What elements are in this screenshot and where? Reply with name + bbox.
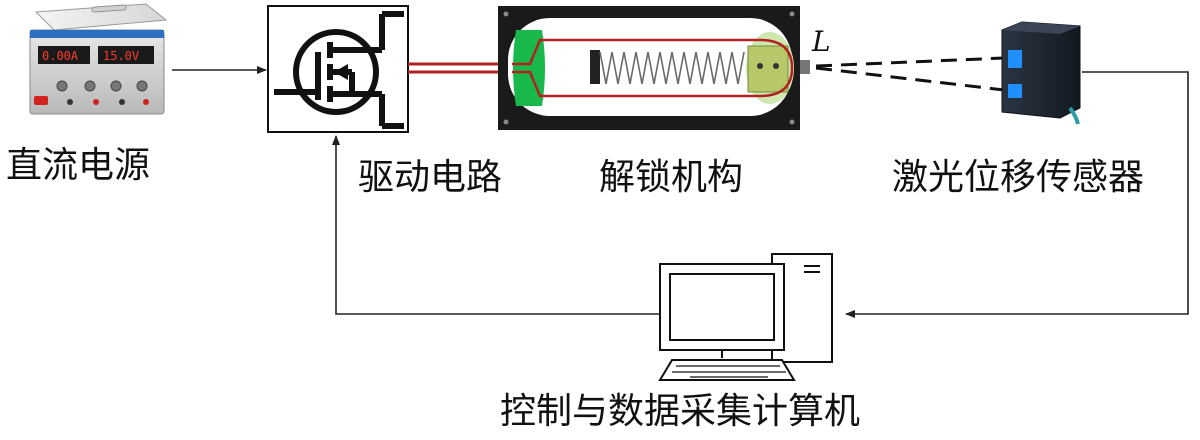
mechanism-connector <box>800 60 810 74</box>
computer <box>658 253 833 381</box>
mechanism-red-loop <box>512 38 794 98</box>
laser-sensor <box>1001 21 1081 125</box>
unlock-mechanism <box>498 6 810 130</box>
sensor-to-computer-line <box>845 71 1189 318</box>
psu-power-button <box>34 96 48 105</box>
connection-lines <box>172 66 1189 318</box>
computer-label: 控制与数据采集计算机 <box>500 391 861 432</box>
sensor-window-bottom <box>1008 84 1022 98</box>
mosfet-arrow-icon <box>334 64 348 80</box>
psu-handle <box>91 4 127 13</box>
psu-knob-1 <box>56 80 68 92</box>
laser-sensor-label: 激光位移传感器 <box>892 157 1145 198</box>
dc-power-supply: 0.00A 15.0V <box>29 3 168 115</box>
distance-symbol-label: L <box>812 25 831 58</box>
laser-beam-dashes <box>815 56 1005 92</box>
psu-display-left-value: 0.00A <box>42 49 79 63</box>
sensor-window-top <box>1008 50 1022 68</box>
psu-knob-2 <box>84 80 96 92</box>
power-supply-label: 直流电源 <box>6 145 151 186</box>
computer-keyboard <box>658 359 796 381</box>
psu-knob-4 <box>136 80 148 92</box>
red-wires <box>408 62 512 74</box>
mechanism-spring <box>590 50 745 85</box>
psu-knob-3 <box>110 80 122 92</box>
drive-circuit-box <box>267 5 409 133</box>
mosfet-symbol-icon <box>274 11 404 129</box>
unlock-mechanism-label: 解锁机构 <box>599 157 744 198</box>
drive-circuit-label: 驱动电路 <box>358 157 503 198</box>
psu-display-right-value: 15.0V <box>103 49 139 63</box>
sensor-cable <box>1068 106 1080 125</box>
sensor-body <box>1001 21 1081 119</box>
psu-display-left <box>38 46 90 64</box>
computer-to-drive-line <box>332 135 660 315</box>
psu-display-right <box>98 46 154 64</box>
